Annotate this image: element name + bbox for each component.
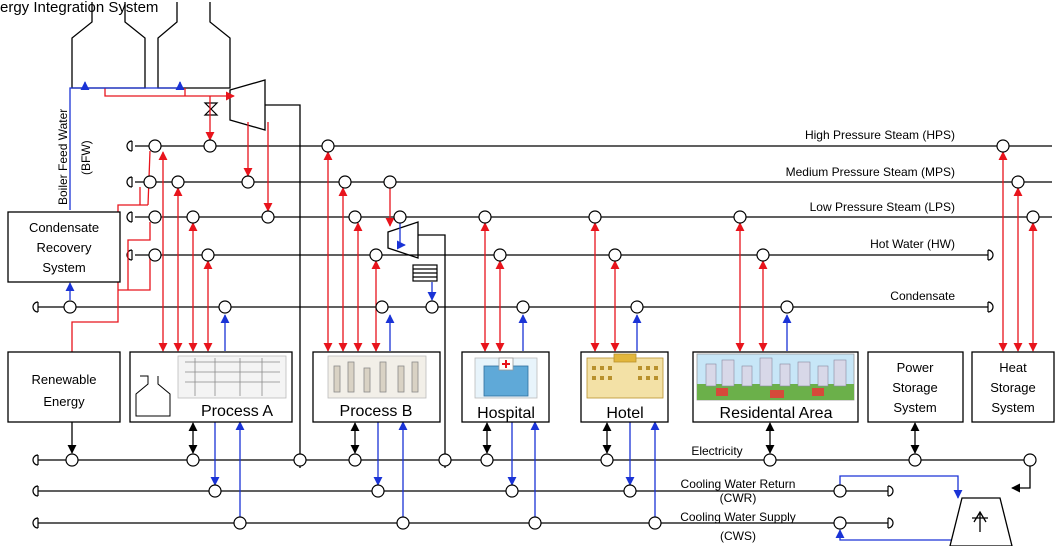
line-labels: High Pressure Steam (HPS) Medium Pressur… (680, 128, 955, 543)
mps-label: Medium Pressure Steam (MPS) (786, 165, 955, 179)
process-a-image (135, 355, 287, 417)
residential-image (696, 353, 855, 401)
electricity-links (67, 414, 1031, 493)
cws-label-1: Cooling Water Supply (680, 510, 796, 524)
power-storage-label-1: Power (897, 360, 935, 375)
heat-storage-label-1: Heat (999, 360, 1027, 375)
lps-label: Low Pressure Steam (LPS) (810, 200, 955, 214)
boiler-2 (157, 2, 231, 89)
line-end-caps (32, 140, 994, 529)
heat-storage-box (971, 351, 1055, 423)
hw-label: Hot Water (HW) (870, 237, 955, 251)
heat-exchanger-icon (412, 264, 438, 282)
power-storage-label-2: Storage (892, 380, 938, 395)
process-b-image (327, 355, 427, 399)
condensate-recovery-label-1: Condensate (29, 220, 99, 235)
hotel-image (586, 353, 664, 399)
heat-storage-label-2: Storage (990, 380, 1036, 395)
bfw-label: Boiler Feed Water (BFW) (56, 109, 93, 205)
hotel-label: Hotel (606, 405, 643, 422)
renewable-label-2: Energy (43, 394, 85, 409)
renewable-label-1: Renewable (31, 372, 96, 387)
valve-icon (203, 102, 219, 116)
condensate-label: Condensate (890, 289, 955, 303)
electricity-label: Electricity (691, 444, 742, 458)
process-a-label: Process A (201, 403, 273, 420)
cwr-label-2: (CWR) (720, 491, 757, 505)
condensate-recovery-label-2: Recovery (37, 240, 92, 255)
bfw-label-2: (BFW) (79, 140, 93, 175)
water-pipes (65, 81, 963, 541)
hospital-image (474, 357, 538, 399)
cwr-label-1: Cooling Water Return (681, 477, 796, 491)
bfw-label-1: Boiler Feed Water (56, 109, 70, 205)
steam-turbine-2 (387, 221, 446, 468)
junctions (63, 139, 1040, 530)
box-labels: Condensate Recovery System Renewable Ene… (29, 220, 1036, 422)
process-b-label: Process B (340, 403, 413, 420)
steam-turbine-1 (229, 79, 301, 468)
steam-pipes (71, 88, 1038, 355)
power-storage-label-3: System (893, 400, 936, 415)
renewable-energy-box (7, 351, 121, 423)
power-storage-box (867, 351, 964, 423)
condensate-recovery-box (7, 211, 121, 283)
diagram-title: ergy Integration System (0, 0, 158, 16)
heat-storage-label-3: System (991, 400, 1034, 415)
hospital-label: Hospital (477, 405, 535, 422)
cooling-tower-icon (949, 497, 1013, 546)
residential-label: Residental Area (720, 405, 833, 422)
hps-label: High Pressure Steam (HPS) (805, 128, 955, 142)
cws-label-2: (CWS) (720, 529, 756, 543)
condensate-recovery-label-3: System (42, 260, 85, 275)
